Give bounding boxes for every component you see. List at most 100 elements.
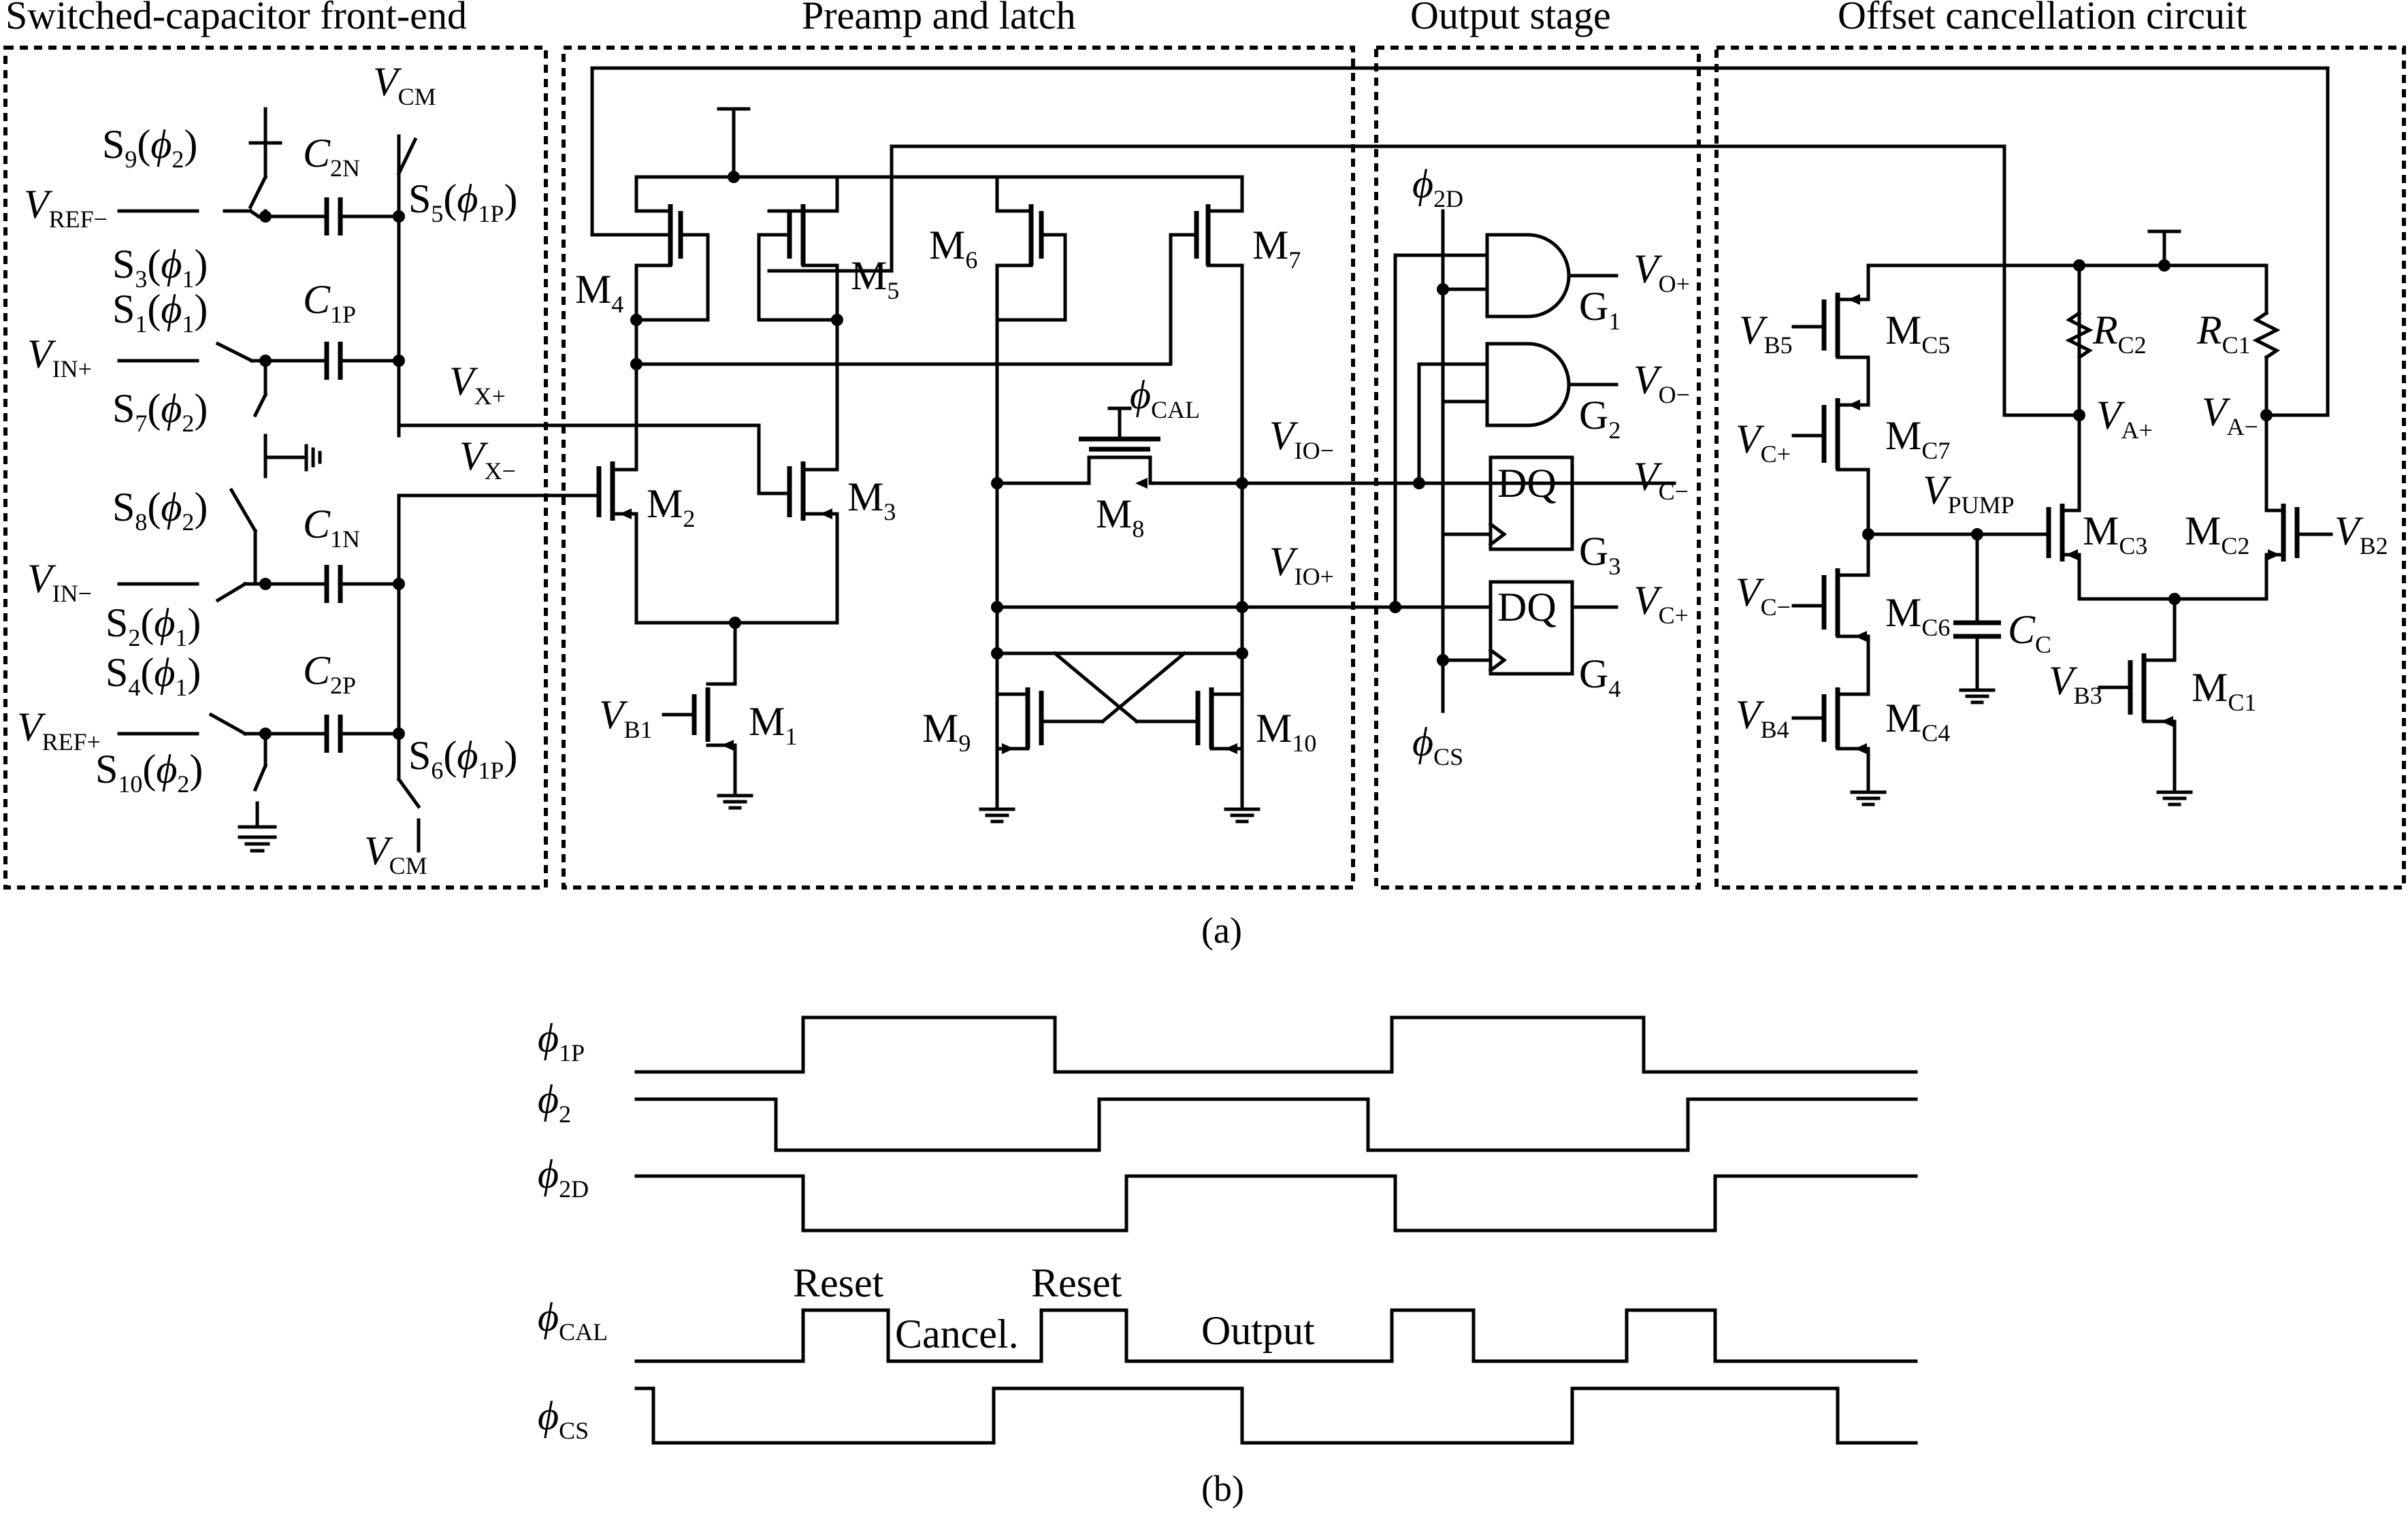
title-output: Output stage bbox=[1410, 0, 1611, 37]
svg-text:S1(ϕ1): S1(ϕ1) bbox=[112, 287, 208, 338]
svg-text:MC2: MC2 bbox=[2185, 508, 2249, 559]
wave-phi-2 bbox=[634, 1097, 1918, 1152]
svg-text:RC1: RC1 bbox=[2196, 308, 2251, 359]
svg-text:M5: M5 bbox=[851, 253, 899, 304]
preamp-labels: M4 M5 M6 M7 ϕCAL M2 M3 M8 VIO− VIO+ VB1 … bbox=[575, 223, 1334, 757]
svg-text:VIO+: VIO+ bbox=[1269, 539, 1334, 590]
svg-text:G2: G2 bbox=[1579, 393, 1621, 444]
label-output: Output bbox=[1201, 1308, 1315, 1353]
svg-text:VA+: VA+ bbox=[2096, 393, 2153, 444]
frontend-box bbox=[3, 46, 548, 890]
svg-text:VX+: VX+ bbox=[449, 359, 506, 410]
svg-text:RC2: RC2 bbox=[2092, 308, 2147, 359]
svg-text:ϕCS: ϕCS bbox=[538, 1393, 589, 1444]
label-reset-2: Reset bbox=[1031, 1260, 1122, 1305]
timing-waveforms bbox=[634, 1015, 1918, 1445]
frontend-labels: S9(ϕ2) C2N VCM VREF− S5(ϕ1P) S3(ϕ1) S1(ϕ… bbox=[17, 59, 517, 879]
caption-a: (a) bbox=[1201, 910, 1242, 951]
svg-text:MC3: MC3 bbox=[2083, 508, 2147, 559]
svg-text:VB1: VB1 bbox=[599, 692, 653, 743]
svg-text:ϕCAL: ϕCAL bbox=[538, 1294, 608, 1346]
svg-text:VIO−: VIO− bbox=[1269, 413, 1334, 464]
svg-text:G1: G1 bbox=[1579, 284, 1621, 335]
title-preamp: Preamp and latch bbox=[802, 0, 1076, 37]
svg-text:ϕ2D: ϕ2D bbox=[538, 1152, 589, 1203]
svg-text:M9: M9 bbox=[922, 706, 971, 757]
svg-text:VB2: VB2 bbox=[2334, 508, 2388, 559]
wave-phi-2d bbox=[634, 1174, 1918, 1233]
svg-text:VA−: VA− bbox=[2202, 389, 2258, 440]
svg-text:MC4: MC4 bbox=[1885, 696, 1950, 747]
svg-text:ϕ2D: ϕ2D bbox=[1412, 161, 1463, 212]
svg-text:M1: M1 bbox=[749, 699, 797, 750]
title-frontend: Switched-capacitor front-end bbox=[5, 0, 467, 37]
svg-text:S10(ϕ2): S10(ϕ2) bbox=[95, 747, 203, 798]
svg-text:VPUMP: VPUMP bbox=[1923, 468, 2015, 519]
svg-text:C1N: C1N bbox=[303, 502, 360, 553]
svg-text:VCM: VCM bbox=[373, 59, 436, 110]
svg-text:VX−: VX− bbox=[459, 434, 516, 485]
svg-text:VIN−: VIN− bbox=[27, 556, 92, 607]
offset-box bbox=[1714, 46, 2406, 890]
svg-text:M6: M6 bbox=[929, 223, 977, 274]
svg-text:VB4: VB4 bbox=[1736, 692, 1789, 743]
preamp-wires bbox=[590, 66, 2330, 821]
svg-text:C2N: C2N bbox=[303, 131, 360, 182]
svg-text:VREF−: VREF− bbox=[24, 182, 108, 233]
svg-text:M8: M8 bbox=[1096, 491, 1144, 542]
caption-b: (b) bbox=[1201, 1468, 1244, 1509]
svg-text:C2P: C2P bbox=[303, 648, 356, 699]
svg-text:VO−: VO− bbox=[1633, 357, 1690, 408]
label-cancel: Cancel. bbox=[895, 1312, 1019, 1356]
svg-text:S6(ϕ1P): S6(ϕ1P) bbox=[408, 733, 517, 784]
wave-phi-1p bbox=[634, 1015, 1918, 1074]
svg-text:MC7: MC7 bbox=[1885, 413, 1950, 464]
timing-labels: ϕ1P ϕ2 ϕ2D ϕCAL ϕCS Reset Cancel. Reset … bbox=[538, 1015, 1315, 1444]
svg-text:ϕ2: ϕ2 bbox=[538, 1077, 571, 1128]
title-offset: Offset cancellation circuit bbox=[1838, 0, 2247, 37]
svg-text:C1P: C1P bbox=[303, 277, 356, 328]
output-box bbox=[1374, 46, 1701, 890]
svg-text:M10: M10 bbox=[1256, 706, 1316, 757]
svg-text:S3(ϕ1): S3(ϕ1) bbox=[112, 242, 208, 293]
svg-text:S4(ϕ1): S4(ϕ1) bbox=[105, 650, 201, 701]
svg-text:M7: M7 bbox=[1252, 223, 1301, 274]
svg-text:S9(ϕ2): S9(ϕ2) bbox=[102, 122, 197, 173]
svg-text:VB5: VB5 bbox=[1739, 308, 1793, 359]
svg-text:MC1: MC1 bbox=[2192, 665, 2256, 716]
svg-text:CC: CC bbox=[2008, 607, 2051, 658]
wave-phi-cs bbox=[634, 1386, 1918, 1445]
output-labels: ϕ2D VO+ G1 VO− G2 DQ VC− G3 DQ VC+ G4 ϕC… bbox=[1412, 161, 1690, 770]
svg-text:DQ: DQ bbox=[1497, 585, 1557, 630]
svg-text:VB3: VB3 bbox=[2049, 658, 2102, 709]
svg-text:S7(ϕ2): S7(ϕ2) bbox=[112, 386, 208, 437]
frontend-wires bbox=[117, 109, 761, 853]
offset-labels: VB5 MC5 RC2 RC1 VC+ MC7 VA+ VA− VPUMP MC… bbox=[1736, 308, 2388, 747]
svg-text:ϕ1P: ϕ1P bbox=[538, 1015, 585, 1066]
svg-text:G4: G4 bbox=[1579, 651, 1621, 702]
svg-text:S8(ϕ2): S8(ϕ2) bbox=[112, 485, 208, 536]
svg-text:VC+: VC+ bbox=[1633, 578, 1689, 629]
svg-text:MC6: MC6 bbox=[1885, 590, 1950, 641]
svg-text:VO+: VO+ bbox=[1633, 246, 1690, 297]
svg-text:VIN+: VIN+ bbox=[27, 331, 92, 382]
svg-text:VC−: VC− bbox=[1736, 570, 1791, 621]
wave-phi-cal bbox=[634, 1308, 1918, 1363]
svg-text:M2: M2 bbox=[647, 481, 695, 532]
svg-text:VC−: VC− bbox=[1633, 454, 1689, 505]
svg-text:G3: G3 bbox=[1579, 529, 1621, 580]
svg-text:M4: M4 bbox=[575, 267, 623, 318]
output-wires bbox=[1389, 209, 1618, 713]
label-reset-1: Reset bbox=[793, 1260, 884, 1305]
svg-text:MC5: MC5 bbox=[1885, 308, 1950, 359]
svg-text:S5(ϕ1P): S5(ϕ1P) bbox=[408, 176, 517, 227]
svg-text:ϕCAL: ϕCAL bbox=[1130, 372, 1200, 423]
svg-text:VC+: VC+ bbox=[1736, 417, 1791, 468]
svg-text:M3: M3 bbox=[847, 474, 896, 525]
svg-text:DQ: DQ bbox=[1497, 461, 1557, 506]
svg-text:VREF+: VREF+ bbox=[17, 704, 101, 755]
svg-text:VCM: VCM bbox=[364, 828, 427, 879]
preamp-box bbox=[562, 46, 1355, 890]
offset-wires bbox=[1791, 231, 2333, 804]
